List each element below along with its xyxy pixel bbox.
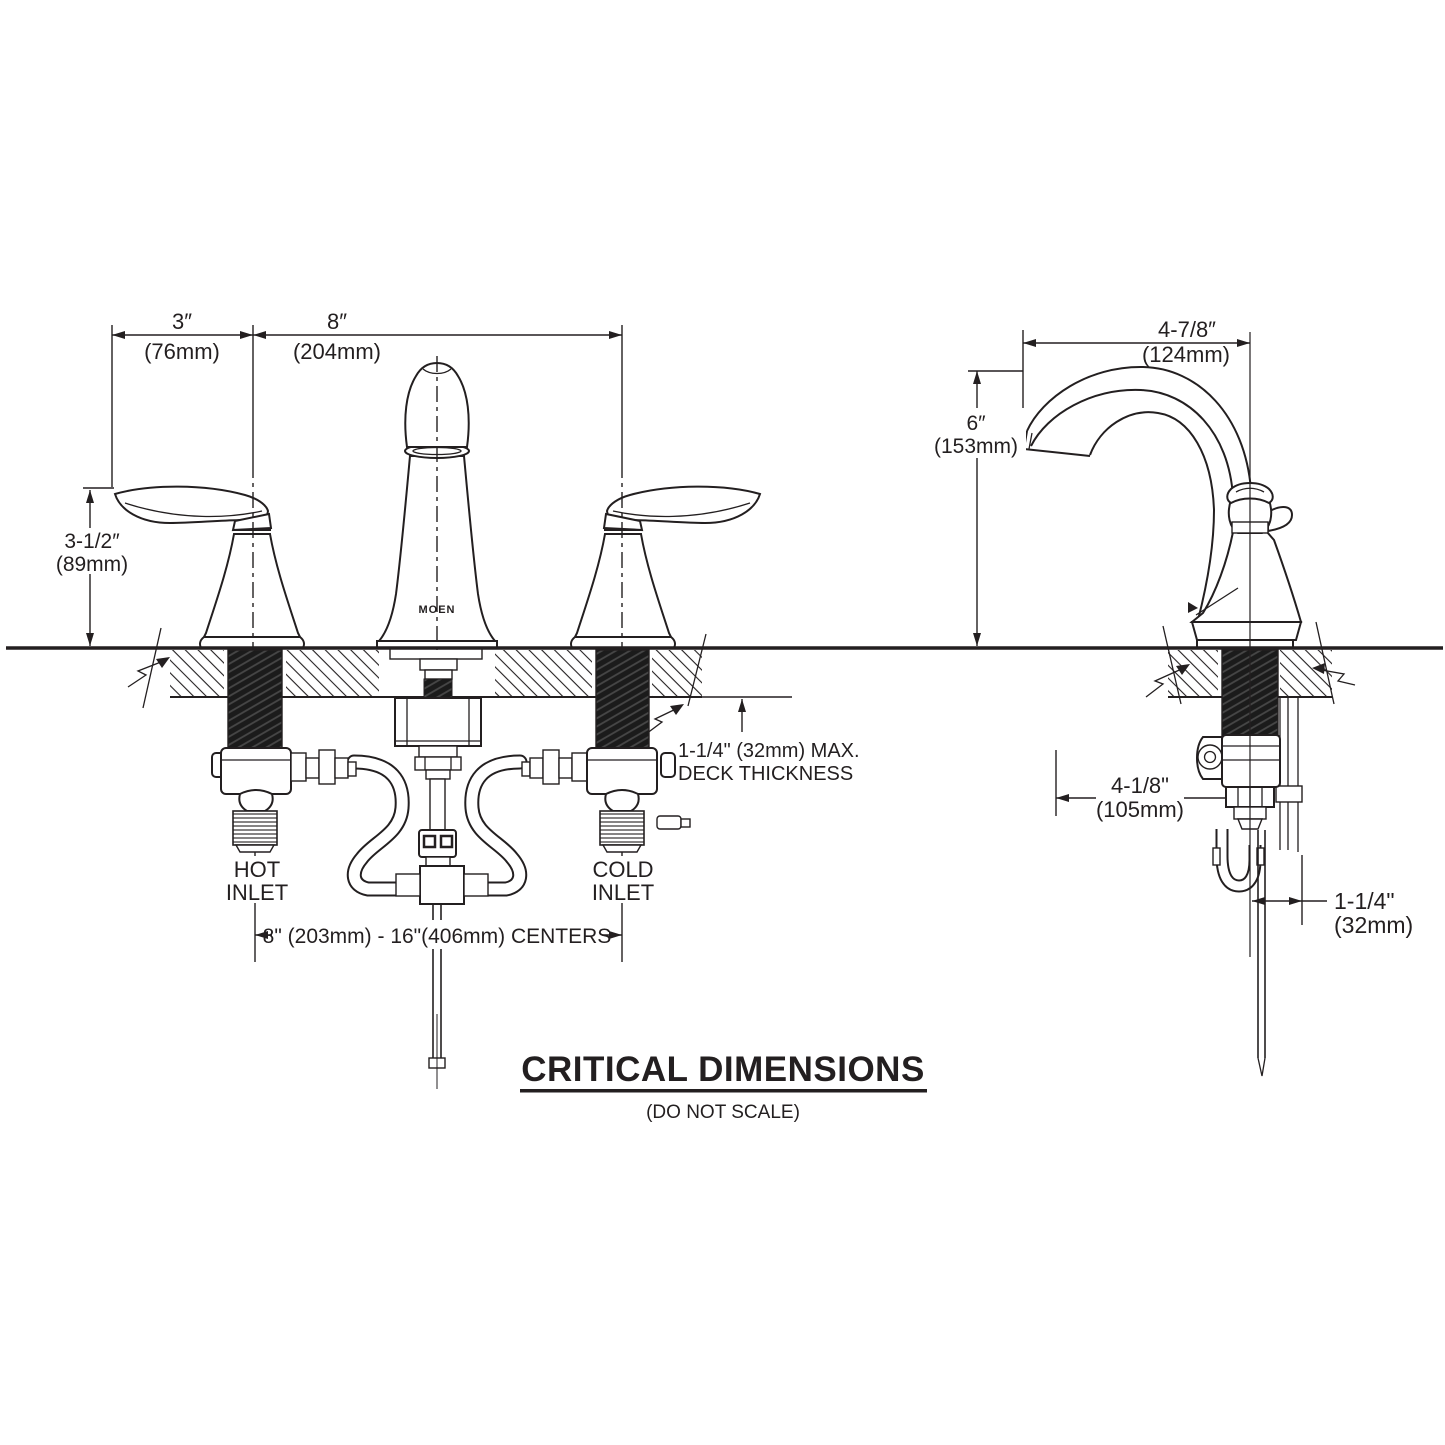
dim-spout-reach-metric: (124mm) — [1142, 342, 1230, 367]
dim-8in-label: 8″ — [327, 309, 347, 334]
side-view-plumbing — [1196, 649, 1303, 1077]
side-view — [1022, 365, 1356, 1077]
handle-front-right — [570, 485, 761, 649]
dim-8in-metric: (204mm) — [293, 339, 381, 364]
hot-inlet-label-line2: INLET — [226, 880, 288, 905]
dim-aerator-reach-label: 4-1/8" — [1111, 773, 1169, 798]
cold-valve — [521, 747, 691, 853]
cold-inlet-label-line2: INLET — [592, 880, 654, 905]
dim-handle-height-label: 3-1/2″ — [64, 530, 120, 553]
centers-note: 8" (203mm) - 16"(406mm) CENTERS — [263, 925, 612, 948]
front-view-plumbing — [211, 697, 691, 1089]
center-valve-column — [394, 697, 489, 905]
dimension-lines — [83, 325, 1327, 962]
hot-shank — [227, 649, 283, 750]
cold-inlet-label-line1: COLD — [592, 857, 653, 882]
dim-3in-metric: (76mm) — [144, 339, 220, 364]
hot-inlet-label-line1: HOT — [234, 857, 280, 882]
sheet-subtitle: (DO NOT SCALE) — [646, 1102, 800, 1123]
lever-side — [1267, 506, 1294, 533]
deck-thickness-note-line2: DECK THICKNESS — [678, 763, 853, 785]
dim-handle-height-metric: (89mm) — [56, 553, 128, 576]
side-lift-rod — [1257, 830, 1266, 1077]
break-arrow-icon — [1145, 666, 1187, 698]
break-arrow-icon — [127, 659, 167, 688]
dim-rod-offset-label: 1-1/4" — [1334, 888, 1395, 914]
centerlines — [252, 332, 1251, 957]
break-arrow-icon — [645, 706, 681, 735]
dim-aerator-reach-metric: (105mm) — [1096, 797, 1184, 822]
handle-front — [113, 485, 305, 649]
brand-logo: MOEN — [419, 604, 456, 616]
dim-spout-height-metric: (153mm) — [934, 435, 1018, 458]
dim-rod-offset-metric: (32mm) — [1334, 912, 1413, 938]
hot-valve — [211, 747, 357, 853]
dim-spout-reach-label: 4-7/8″ — [1158, 317, 1216, 342]
deck-thickness-note-line1: 1-1/4" (32mm) MAX. — [678, 740, 860, 762]
dim-3in-label: 3″ — [172, 309, 192, 334]
title-underline — [520, 1089, 927, 1093]
sheet-title: CRITICAL DIMENSIONS — [521, 1050, 925, 1089]
break-arrow-icon — [1315, 668, 1356, 686]
dim-spout-height-label: 6″ — [966, 412, 986, 435]
handle-side — [1188, 482, 1303, 649]
labels: 3″ (76mm) 8″ (204mm) 3-1/2″ (89mm) 1-1/4… — [52, 309, 1413, 1123]
cold-shank — [595, 649, 650, 750]
spout-side — [1022, 365, 1252, 621]
